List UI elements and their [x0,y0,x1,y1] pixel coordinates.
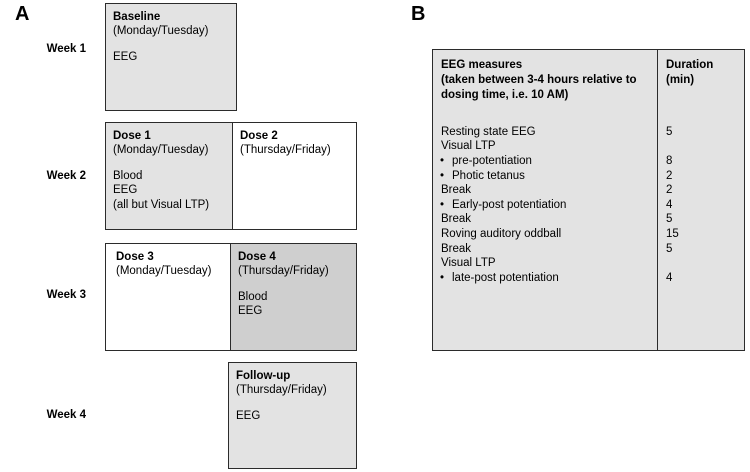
box-dose-4-title: Dose 4 [238,251,276,263]
box-dose-4-days: (Thursday/Friday) [238,265,329,278]
eeg-row-measure: late-post potentiation [441,271,657,286]
box-baseline-days: (Monday/Tuesday) [113,25,209,38]
eeg-row-duration: 4 [666,198,673,211]
eeg-table-duration-unit: (min) [666,73,695,86]
box-dose-2-days: (Thursday/Friday) [240,144,331,157]
box-dose-4[interactable]: Dose 4 (Thursday/Friday) Blood EEG [231,244,356,350]
box-follow-up-items: EEG [236,409,356,423]
box-dose-1-items: Blood EEG (all but Visual LTP) [113,169,232,212]
week-1-label: Week 1 [46,43,86,55]
panel-a-letter: A [15,3,30,25]
box-dose-1-days: (Monday/Tuesday) [113,144,209,157]
box-baseline-items: EEG [113,50,236,64]
box-baseline[interactable]: Baseline (Monday/Tuesday) EEG [105,3,237,111]
box-dose-4-item: EEG [238,305,263,318]
week-4-label: Week 4 [46,409,86,421]
eeg-row-measure: Early-post potentiation [441,198,657,213]
box-follow-up-title: Follow-up [236,370,291,382]
box-follow-up-item: EEG [236,409,261,422]
eeg-row-measure: Break [441,213,472,226]
eeg-row-duration: 15 [666,227,679,240]
box-dose-1-item: Blood [113,169,143,182]
box-dose-1-title: Dose 1 [113,130,151,142]
eeg-row-duration: 5 [666,125,673,138]
eeg-table-duration-column: Duration (min) 5 8 2 2 4 5 15 5 4 [658,50,744,350]
eeg-table-measures-column: EEG measures (taken between 3-4 hours re… [433,50,658,350]
eeg-row-measure: Break [441,242,472,255]
box-dose-1-item: EEG [113,184,138,197]
eeg-table-duration-header: Duration [666,59,714,71]
panel-b-letter: B [411,3,426,25]
eeg-row-measure: Visual LTP [441,140,496,153]
eeg-table-measures-note-line-1: (taken between 3-4 hours relative to [441,73,637,86]
eeg-table-measures-note-line-2: dosing time, i.e. 10 AM) [441,88,569,101]
eeg-row-measure: pre-potentiation [441,154,657,169]
week-2-row: Dose 1 (Monday/Tuesday) Blood EEG (all b… [105,122,357,230]
week-3-row: Dose 3 (Monday/Tuesday) Dose 4 (Thursday… [105,243,357,351]
eeg-measures-table: EEG measures (taken between 3-4 hours re… [432,49,745,351]
eeg-row-duration [666,139,744,154]
eeg-row-duration: 2 [666,184,673,197]
box-dose-3-days: (Monday/Tuesday) [116,265,212,278]
box-dose-2[interactable]: Dose 2 (Thursday/Friday) [233,123,356,229]
eeg-row-measure: Roving auditory oddball [441,227,562,240]
week-3-label: Week 3 [46,289,86,301]
box-dose-3-title: Dose 3 [116,251,154,263]
eeg-row-measure: Photic tetanus [441,169,657,184]
eeg-row-duration: 8 [666,155,673,167]
eeg-row-duration: 5 [666,213,673,226]
eeg-row-measure: Resting state EEG [441,125,536,138]
eeg-table-duration-spacer [666,103,744,125]
box-follow-up-days: (Thursday/Friday) [236,384,327,397]
box-baseline-title: Baseline [113,11,161,23]
box-dose-2-title: Dose 2 [240,130,278,142]
week-2-label: Week 2 [46,170,86,182]
box-dose-4-items: Blood EEG [238,290,356,319]
box-baseline-item: EEG [113,50,138,63]
eeg-row-measure: Break [441,184,472,197]
eeg-table-duration-header-pad [666,88,744,103]
eeg-row-duration: 2 [666,169,673,182]
eeg-row-duration [666,256,744,271]
box-follow-up[interactable]: Follow-up (Thursday/Friday) EEG [228,362,357,469]
box-dose-4-item: Blood [238,290,268,303]
box-dose-1[interactable]: Dose 1 (Monday/Tuesday) Blood EEG (all b… [106,123,233,229]
eeg-table-measures-header: EEG measures [441,59,523,71]
eeg-table-header-spacer [441,103,657,125]
eeg-row-duration: 4 [666,271,673,284]
eeg-row-duration: 5 [666,242,673,255]
box-dose-1-item: (all but Visual LTP) [113,198,210,211]
box-dose-3[interactable]: Dose 3 (Monday/Tuesday) [106,244,231,350]
eeg-row-measure: Visual LTP [441,257,496,270]
